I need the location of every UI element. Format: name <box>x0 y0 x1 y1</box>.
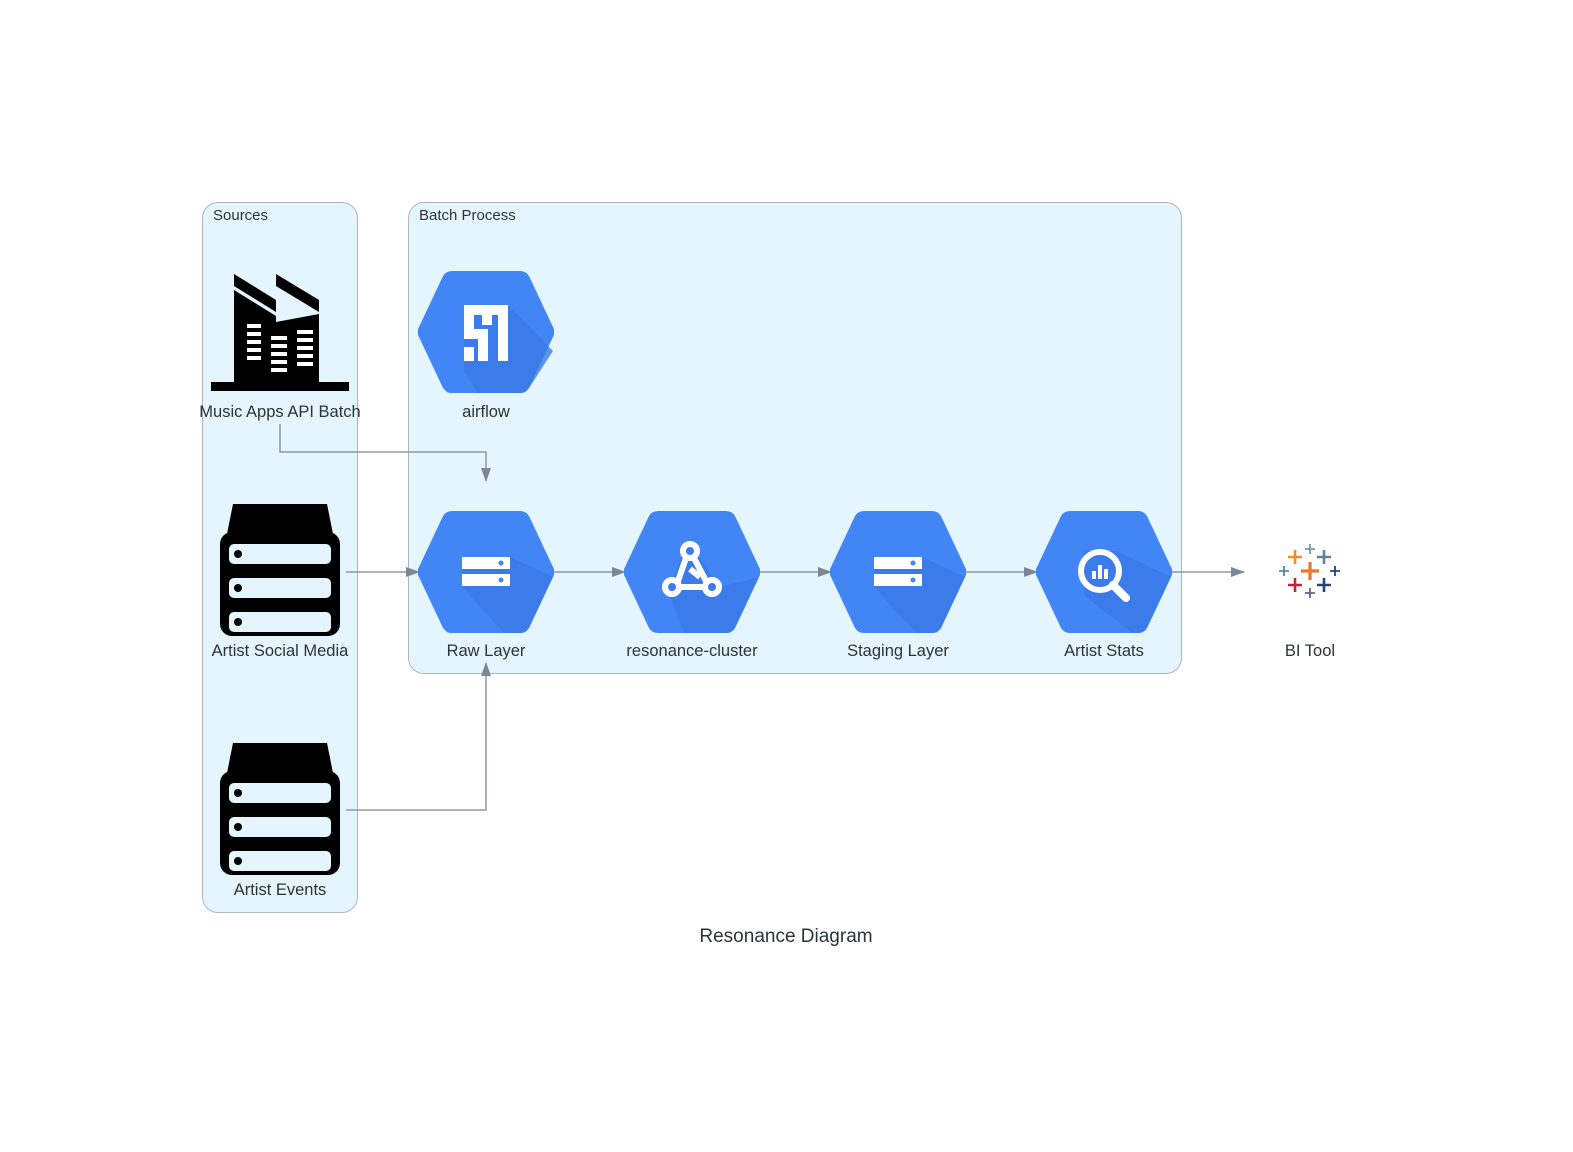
node-label-cluster: resonance-cluster <box>626 642 758 660</box>
factory-icon <box>211 274 349 391</box>
node-label-artist-stats: Artist Stats <box>1064 642 1144 660</box>
node-label-airflow: airflow <box>462 403 510 421</box>
cloud-storage-icon <box>830 511 966 633</box>
bigquery-icon <box>1036 511 1172 633</box>
node-label-music-api: Music Apps API Batch <box>199 403 361 421</box>
dataproc-icon <box>624 511 760 633</box>
sources-cluster-label: Sources <box>213 207 269 224</box>
tableau-icon <box>1279 544 1340 598</box>
node-label-social-media: Artist Social Media <box>211 642 349 660</box>
node-label-raw-layer: Raw Layer <box>446 642 526 660</box>
node-label-staging: Staging Layer <box>847 642 949 660</box>
storage-stack-icon <box>220 504 340 636</box>
edge-music-api-to-raw-layer <box>279 424 491 482</box>
cloud-storage-icon <box>418 511 554 633</box>
composer-icon <box>418 271 554 393</box>
storage-stack-icon <box>220 743 340 875</box>
edge-events-to-raw-layer <box>346 662 491 811</box>
node-label-bi-tool: BI Tool <box>1284 642 1336 660</box>
batch-process-cluster-label: Batch Process <box>419 207 516 224</box>
node-label-events: Artist Events <box>233 881 327 899</box>
diagram-title: Resonance Diagram <box>699 926 873 947</box>
